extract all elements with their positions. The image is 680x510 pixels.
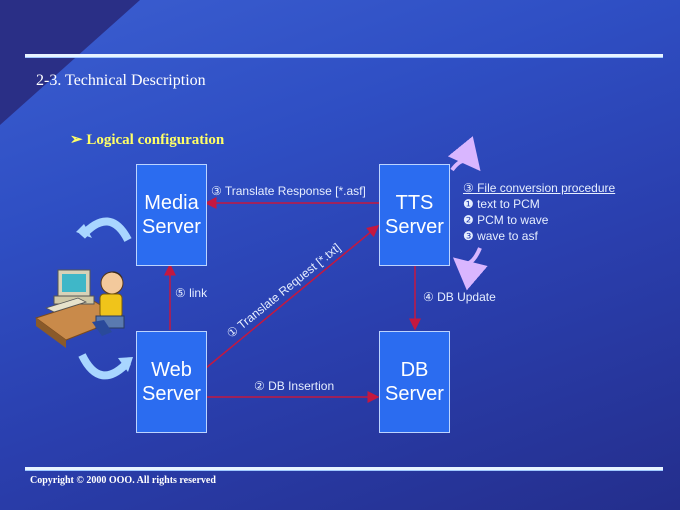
procedure-step: ❷ PCM to wave xyxy=(463,213,549,227)
section-subtitle: ➢ Logical configuration xyxy=(70,130,224,149)
tts-server-box: TTS Server xyxy=(379,164,450,266)
db-update-label: ④ DB Update xyxy=(423,290,496,304)
db-server-label-line2: Server xyxy=(385,383,444,405)
procedure-step: ❸ wave to asf xyxy=(463,229,538,243)
curved-arrow-icon xyxy=(447,136,481,172)
curved-arrow-icon xyxy=(79,217,132,242)
copyright-footer: Copyright © 2000 OOO. All rights reserve… xyxy=(30,475,216,486)
db-insertion-label: ② DB Insertion xyxy=(254,379,335,393)
bottom-rule xyxy=(25,467,663,470)
web-server-label-line1: Web xyxy=(151,359,192,381)
user-at-computer-icon xyxy=(34,269,125,348)
curved-arrow-icon xyxy=(118,357,133,372)
curved-arrow-icon xyxy=(452,247,488,291)
page-title: 2-3. Technical Description xyxy=(36,72,206,89)
curved-arrow-icon xyxy=(76,224,92,238)
conversion-procedure-note: ③ File conversion procedure ❶ text to PC… xyxy=(463,180,615,244)
corner-decoration xyxy=(0,0,140,125)
web-server-box: Web Server xyxy=(136,331,207,433)
top-rule xyxy=(25,54,663,57)
translate-response-label: ③ Translate Response [*.asf] xyxy=(211,184,366,198)
translate-request-arrow xyxy=(205,225,380,369)
media-server-label-line1: Media xyxy=(144,192,199,214)
media-server-box: Media Server xyxy=(136,164,207,266)
curved-arrow-icon xyxy=(78,353,131,380)
procedure-step: ❶ text to PCM xyxy=(463,197,540,211)
procedure-header: ③ File conversion procedure xyxy=(463,181,616,195)
web-server-label-line2: Server xyxy=(142,383,201,405)
media-server-label-line2: Server xyxy=(142,216,201,238)
subtitle-text: Logical configuration xyxy=(86,132,225,148)
db-server-box: DB Server xyxy=(379,331,450,433)
db-server-label-line1: DB xyxy=(400,359,429,381)
bullet-arrow-icon: ➢ xyxy=(70,132,83,148)
tts-server-label-line1: TTS xyxy=(395,192,434,214)
link-label: ⑤ link xyxy=(175,286,208,300)
tts-server-label-line2: Server xyxy=(385,216,444,238)
